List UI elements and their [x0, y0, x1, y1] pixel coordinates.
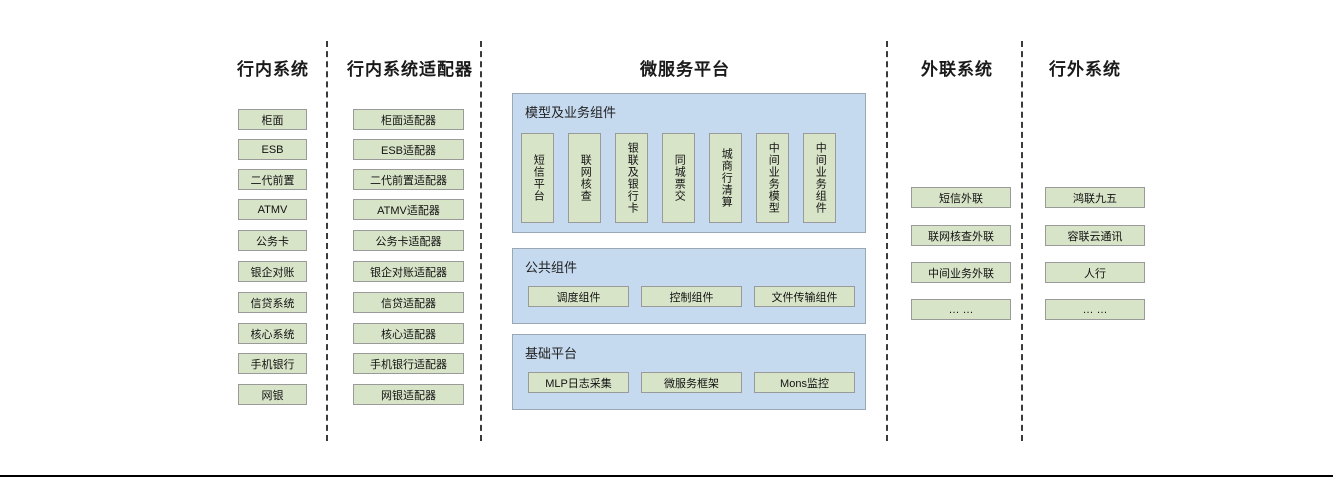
node-outside-2[interactable]: 人行: [1045, 262, 1145, 283]
node-extlink-2[interactable]: 中间业务外联: [911, 262, 1011, 283]
node-internal-4[interactable]: 公务卡: [238, 230, 307, 251]
node-model-5[interactable]: 中间业务模型: [756, 133, 789, 223]
node-model-6[interactable]: 中间业务组件: [803, 133, 836, 223]
node-model-0[interactable]: 短信平台: [521, 133, 554, 223]
node-internal-3[interactable]: ATMV: [238, 199, 307, 220]
node-internal-6[interactable]: 信贷系统: [238, 292, 307, 313]
node-base-2[interactable]: Mons监控: [754, 372, 855, 393]
panel-title-base-platform: 基础平台: [525, 346, 578, 361]
panel-title-common-components: 公共组件: [525, 260, 578, 275]
node-outside-1[interactable]: 容联云通讯: [1045, 225, 1145, 246]
node-base-0[interactable]: MLP日志采集: [528, 372, 629, 393]
column-title-internal-systems: 行内系统: [237, 60, 309, 79]
node-internal-8[interactable]: 手机银行: [238, 353, 307, 374]
node-internal-7[interactable]: 核心系统: [238, 323, 307, 344]
divider-4: [1021, 41, 1023, 441]
node-adapter-9[interactable]: 网银适配器: [353, 384, 464, 405]
node-adapter-8[interactable]: 手机银行适配器: [353, 353, 464, 374]
node-adapter-6[interactable]: 信贷适配器: [353, 292, 464, 313]
node-outside-0[interactable]: 鸿联九五: [1045, 187, 1145, 208]
node-adapter-2[interactable]: 二代前置适配器: [353, 169, 464, 190]
node-internal-1[interactable]: ESB: [238, 139, 307, 160]
node-extlink-0[interactable]: 短信外联: [911, 187, 1011, 208]
divider-1: [326, 41, 328, 441]
node-common-1[interactable]: 控制组件: [641, 286, 742, 307]
node-model-2[interactable]: 银联及银行卡: [615, 133, 648, 223]
node-extlink-1[interactable]: 联网核查外联: [911, 225, 1011, 246]
node-internal-0[interactable]: 柜面: [238, 109, 307, 130]
node-internal-5[interactable]: 银企对账: [238, 261, 307, 282]
node-internal-2[interactable]: 二代前置: [238, 169, 307, 190]
column-title-external-link-systems: 外联系统: [921, 60, 993, 79]
panel-title-model-business-components: 模型及业务组件: [525, 105, 617, 120]
node-adapter-0[interactable]: 柜面适配器: [353, 109, 464, 130]
node-adapter-1[interactable]: ESB适配器: [353, 139, 464, 160]
divider-3: [886, 41, 888, 441]
node-extlink-3[interactable]: … …: [911, 299, 1011, 320]
node-adapter-4[interactable]: 公务卡适配器: [353, 230, 464, 251]
node-internal-9[interactable]: 网银: [238, 384, 307, 405]
node-base-1[interactable]: 微服务框架: [641, 372, 742, 393]
node-model-1[interactable]: 联网核查: [568, 133, 601, 223]
node-adapter-5[interactable]: 银企对账适配器: [353, 261, 464, 282]
node-adapter-3[interactable]: ATMV适配器: [353, 199, 464, 220]
platform-title: 微服务平台: [640, 60, 730, 79]
bottom-divider: [0, 475, 1333, 477]
node-outside-3[interactable]: … …: [1045, 299, 1145, 320]
divider-2: [480, 41, 482, 441]
node-adapter-7[interactable]: 核心适配器: [353, 323, 464, 344]
node-common-2[interactable]: 文件传输组件: [754, 286, 855, 307]
node-model-4[interactable]: 城商行清算: [709, 133, 742, 223]
node-common-0[interactable]: 调度组件: [528, 286, 629, 307]
column-title-internal-adapters: 行内系统适配器: [347, 60, 473, 79]
column-title-outside-bank-systems: 行外系统: [1049, 60, 1121, 79]
node-model-3[interactable]: 同城票交: [662, 133, 695, 223]
